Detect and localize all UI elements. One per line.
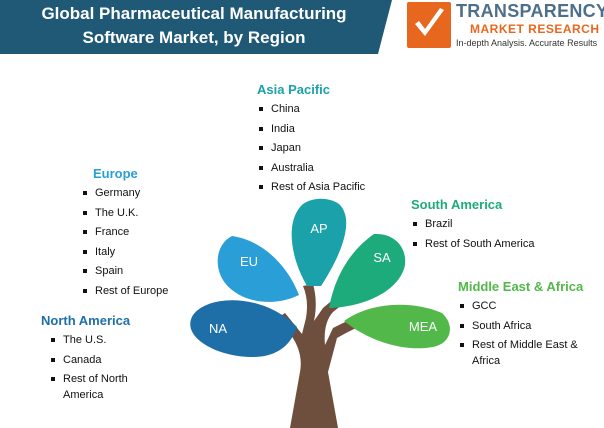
leaf-north-america-label: NA (209, 321, 227, 336)
region-title: Asia Pacific (257, 82, 330, 97)
region-north-america: North America The U.S. Canada Rest of No… (41, 312, 151, 407)
list-item: Germany (81, 185, 168, 201)
list-item: The U.K. (81, 205, 168, 221)
list-item: Canada (49, 352, 151, 368)
logo-tagline: In-depth Analysis. Accurate Results (456, 38, 598, 48)
leaf-europe (217, 236, 299, 302)
list-item: Italy (81, 244, 168, 260)
list-item: Australia (257, 160, 365, 176)
leaf-north-america (190, 300, 297, 357)
list-item: Rest of Europe (81, 283, 168, 299)
region-title: Middle East & Africa (458, 279, 584, 294)
tree-trunk (279, 282, 375, 428)
leaf-middle-east-africa-label: MEA (409, 319, 438, 334)
list-item: France (81, 224, 168, 240)
logo-brand-text: TRANSPARENCY (456, 1, 604, 21)
list-item: Rest of Middle East & Africa (458, 337, 598, 369)
page-title: Global Pharmaceutical Manufacturing Soft… (0, 2, 388, 50)
check-mark-logo-icon (407, 2, 451, 48)
list-item: Japan (257, 140, 365, 156)
list-item: GCC (458, 298, 598, 314)
banner-background (0, 0, 392, 54)
list-item: Spain (81, 263, 168, 279)
company-logo: TRANSPARENCY MARKET RESEARCH In-depth An… (407, 1, 604, 52)
country-list: China India Japan Australia Rest of Asia… (257, 101, 365, 195)
title-line-1: Global Pharmaceutical Manufacturing (41, 4, 347, 23)
list-item: Rest of Asia Pacific (257, 179, 365, 195)
country-list: Germany The U.K. France Italy Spain Rest… (81, 185, 168, 299)
list-item: South Africa (458, 318, 598, 334)
leaf-south-america (329, 233, 406, 308)
list-item: Rest of North America (49, 371, 151, 403)
list-item: India (257, 121, 365, 137)
country-list: Brazil Rest of South America (411, 216, 534, 252)
list-item: China (257, 101, 365, 117)
title-banner: Global Pharmaceutical Manufacturing Soft… (0, 0, 392, 54)
list-item: Rest of South America (411, 236, 534, 252)
region-europe: Europe Germany The U.K. France Italy Spa… (81, 165, 168, 302)
region-asia-pacific: Asia Pacific China India Japan Australia… (257, 81, 365, 199)
region-title: North America (41, 313, 131, 328)
region-title: Europe (93, 166, 138, 181)
region-middle-east-africa: Middle East & Africa GCC South Africa Re… (458, 278, 598, 373)
leaf-europe-label: EU (240, 254, 258, 269)
region-south-america: South America Brazil Rest of South Ameri… (411, 196, 534, 255)
title-line-2: Software Market, by Region (82, 28, 306, 47)
region-title: South America (411, 197, 503, 212)
leaf-middle-east-africa (344, 304, 450, 349)
country-list: GCC South Africa Rest of Middle East & A… (458, 298, 598, 369)
country-list: The U.S. Canada Rest of North America (49, 332, 151, 403)
list-item: The U.S. (49, 332, 151, 348)
leaf-asia-pacific-label: AP (310, 221, 327, 236)
logo-sub-text: MARKET RESEARCH (470, 22, 600, 36)
list-item: Brazil (411, 216, 534, 232)
leaf-south-america-label: SA (373, 250, 391, 265)
leaf-asia-pacific (291, 198, 347, 286)
